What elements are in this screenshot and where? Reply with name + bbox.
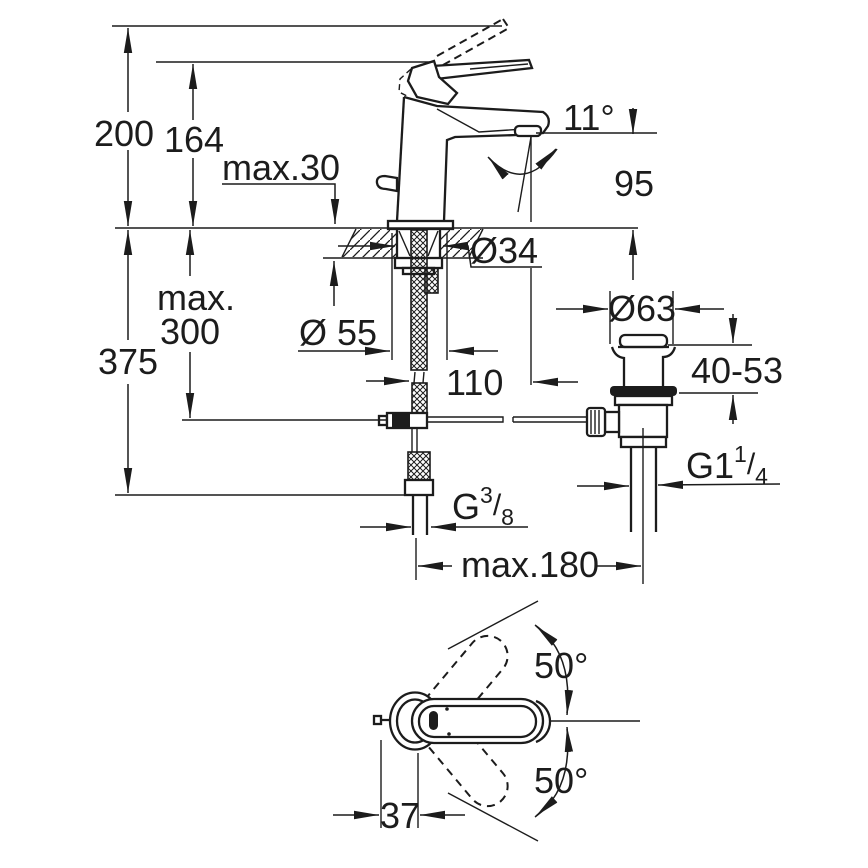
waste-body-upper xyxy=(613,394,674,407)
handle-plan-outer xyxy=(410,697,545,745)
label-max30: max.30 xyxy=(222,147,340,188)
dimension-375: 375 xyxy=(98,230,430,496)
label-200: 200 xyxy=(94,113,154,154)
dimension-max180: max.180 xyxy=(415,538,641,585)
label-95: 95 xyxy=(614,163,654,204)
dimension-d63: Ø63 xyxy=(556,288,724,344)
dimension-max300: max. 300 xyxy=(157,230,235,418)
aerator xyxy=(513,124,543,138)
dimension-spout-angle: 11° xyxy=(487,97,657,385)
label-110: 110 xyxy=(446,362,503,403)
dimension-40-53: 40-53 xyxy=(668,314,783,424)
label-375: 375 xyxy=(98,341,158,382)
flex-hose-upper xyxy=(410,229,428,371)
handle-plan-inner xyxy=(417,704,538,739)
label-50deg-lower: 50° xyxy=(534,760,588,801)
lever-hub xyxy=(406,59,459,106)
faucet-base xyxy=(386,219,455,231)
label-d63: Ø63 xyxy=(608,288,676,329)
label-d55: Ø 55 xyxy=(299,312,377,353)
dimension-37: 37 xyxy=(333,740,465,836)
dimension-95: 95 xyxy=(614,108,654,280)
label-g38: G3/8 xyxy=(452,482,514,530)
dimension-164: 164 xyxy=(164,64,224,226)
handle-plan-slot xyxy=(429,711,438,730)
dimension-g114: G11/4 xyxy=(577,441,781,491)
label-max300-line2: 300 xyxy=(160,311,220,352)
label-37: 37 xyxy=(380,795,420,836)
flex-hose-lower xyxy=(407,451,431,481)
flex-hose-mid xyxy=(411,382,428,414)
dimension-d55: Ø 55 xyxy=(298,233,498,360)
top-view-faucet: 50° 50° 37 xyxy=(333,600,640,842)
label-164: 164 xyxy=(164,119,224,160)
lever-raised-dashed xyxy=(398,18,510,97)
dimension-max30: max.30 xyxy=(222,147,340,306)
label-max300-line1: max. xyxy=(157,277,235,318)
popup-waste-valve xyxy=(585,333,677,584)
hose-nut xyxy=(403,478,435,497)
dimension-200: 200 xyxy=(94,28,154,226)
counter-section xyxy=(115,227,638,276)
supply-hoses xyxy=(182,229,588,535)
knurled-knob xyxy=(585,406,607,438)
pull-rod-knob xyxy=(375,174,399,193)
dimension-annotations: 200 164 max.30 11° 95 xyxy=(94,25,783,585)
dimension-d34: Ø34 xyxy=(338,230,542,271)
label-50deg-upper: 50° xyxy=(534,645,588,686)
dimension-g38: G3/8 xyxy=(360,482,528,532)
spout-outline xyxy=(403,95,550,222)
rod-joint-block xyxy=(392,414,410,427)
label-11deg: 11° xyxy=(563,97,615,138)
label-d34: Ø34 xyxy=(470,230,538,271)
dimension-110: 110 xyxy=(366,362,578,403)
label-max180: max.180 xyxy=(461,544,599,585)
label-g114: G11/4 xyxy=(686,441,768,489)
body-left-edge xyxy=(395,96,406,222)
rod-end-plan xyxy=(372,714,383,726)
counter-hatch-left xyxy=(342,229,397,257)
waste-seal-ring xyxy=(610,386,677,396)
waste-plug-cap xyxy=(618,333,669,349)
flex-hose-stub xyxy=(424,267,439,294)
rod-socket xyxy=(603,410,621,434)
dimension-swing-angles: 50° 50° xyxy=(447,600,640,842)
label-40-53: 40-53 xyxy=(691,350,783,391)
side-view-faucet xyxy=(375,18,550,231)
